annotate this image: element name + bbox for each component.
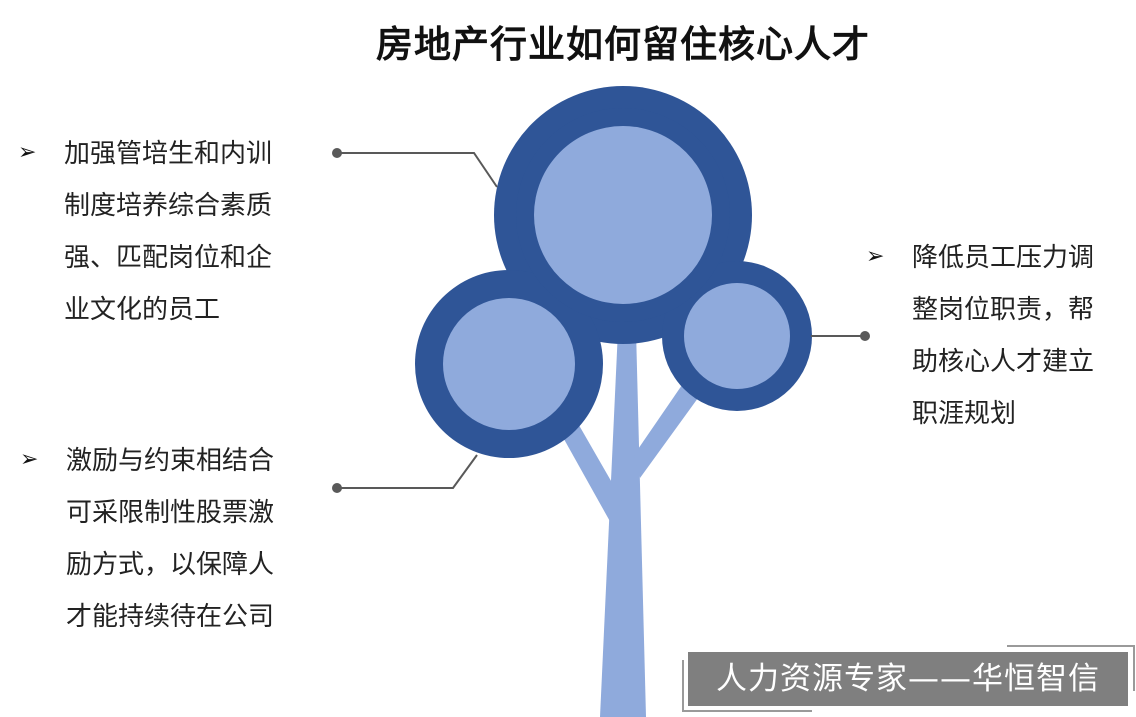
connector-top-left: [337, 152, 498, 188]
arrow-bullet-icon: ➢: [866, 244, 885, 269]
footer-banner: 人力资源专家——华恒智信: [688, 652, 1128, 706]
point-line: 强、匹配岗位和企: [64, 243, 273, 273]
point-top-left: 加强管培生和内训 制度培养综合素质 强、匹配岗位和企 业文化的员工: [64, 128, 272, 336]
point-line: 可采限制性股票激: [66, 498, 275, 528]
point-line: 加强管培生和内训: [64, 139, 273, 169]
point-right: 降低员工压力调 整岗位职责，帮 助核心人才建立 职涯规划: [912, 232, 1094, 440]
point-line: 职涯规划: [912, 399, 1017, 429]
arrow-bullet-icon: ➢: [20, 447, 39, 472]
footer-bracket-bottom-left: [682, 660, 812, 712]
arrow-bullet-icon: ➢: [18, 140, 37, 165]
point-line: 制度培养综合素质: [64, 191, 273, 221]
footer-bracket-top-right: [1007, 645, 1135, 691]
page-title: 房地产行业如何留住核心人才: [376, 23, 870, 66]
connector-dot-right: [860, 331, 870, 341]
point-bottom-left: 激励与约束相结合 可采限制性股票激 励方式，以保障人 才能持续待在公司: [66, 435, 274, 643]
connector-bottom-left: [337, 454, 478, 489]
tree-circle-left: [415, 270, 603, 458]
point-line: 才能持续待在公司: [66, 602, 275, 632]
point-line: 整岗位职责，帮: [912, 295, 1095, 325]
point-line: 业文化的员工: [64, 295, 221, 325]
tree-trunk: [560, 330, 698, 717]
tree-circle-right: [662, 261, 812, 411]
point-line: 助核心人才建立: [912, 347, 1095, 377]
connector-dot-bottom-left: [332, 483, 342, 493]
tree-circle-large-inner: [534, 126, 712, 304]
point-line: 励方式，以保障人: [66, 550, 275, 580]
connector-dot-top-left: [332, 148, 342, 158]
point-line: 降低员工压力调: [912, 243, 1095, 273]
point-line: 激励与约束相结合: [66, 446, 275, 476]
